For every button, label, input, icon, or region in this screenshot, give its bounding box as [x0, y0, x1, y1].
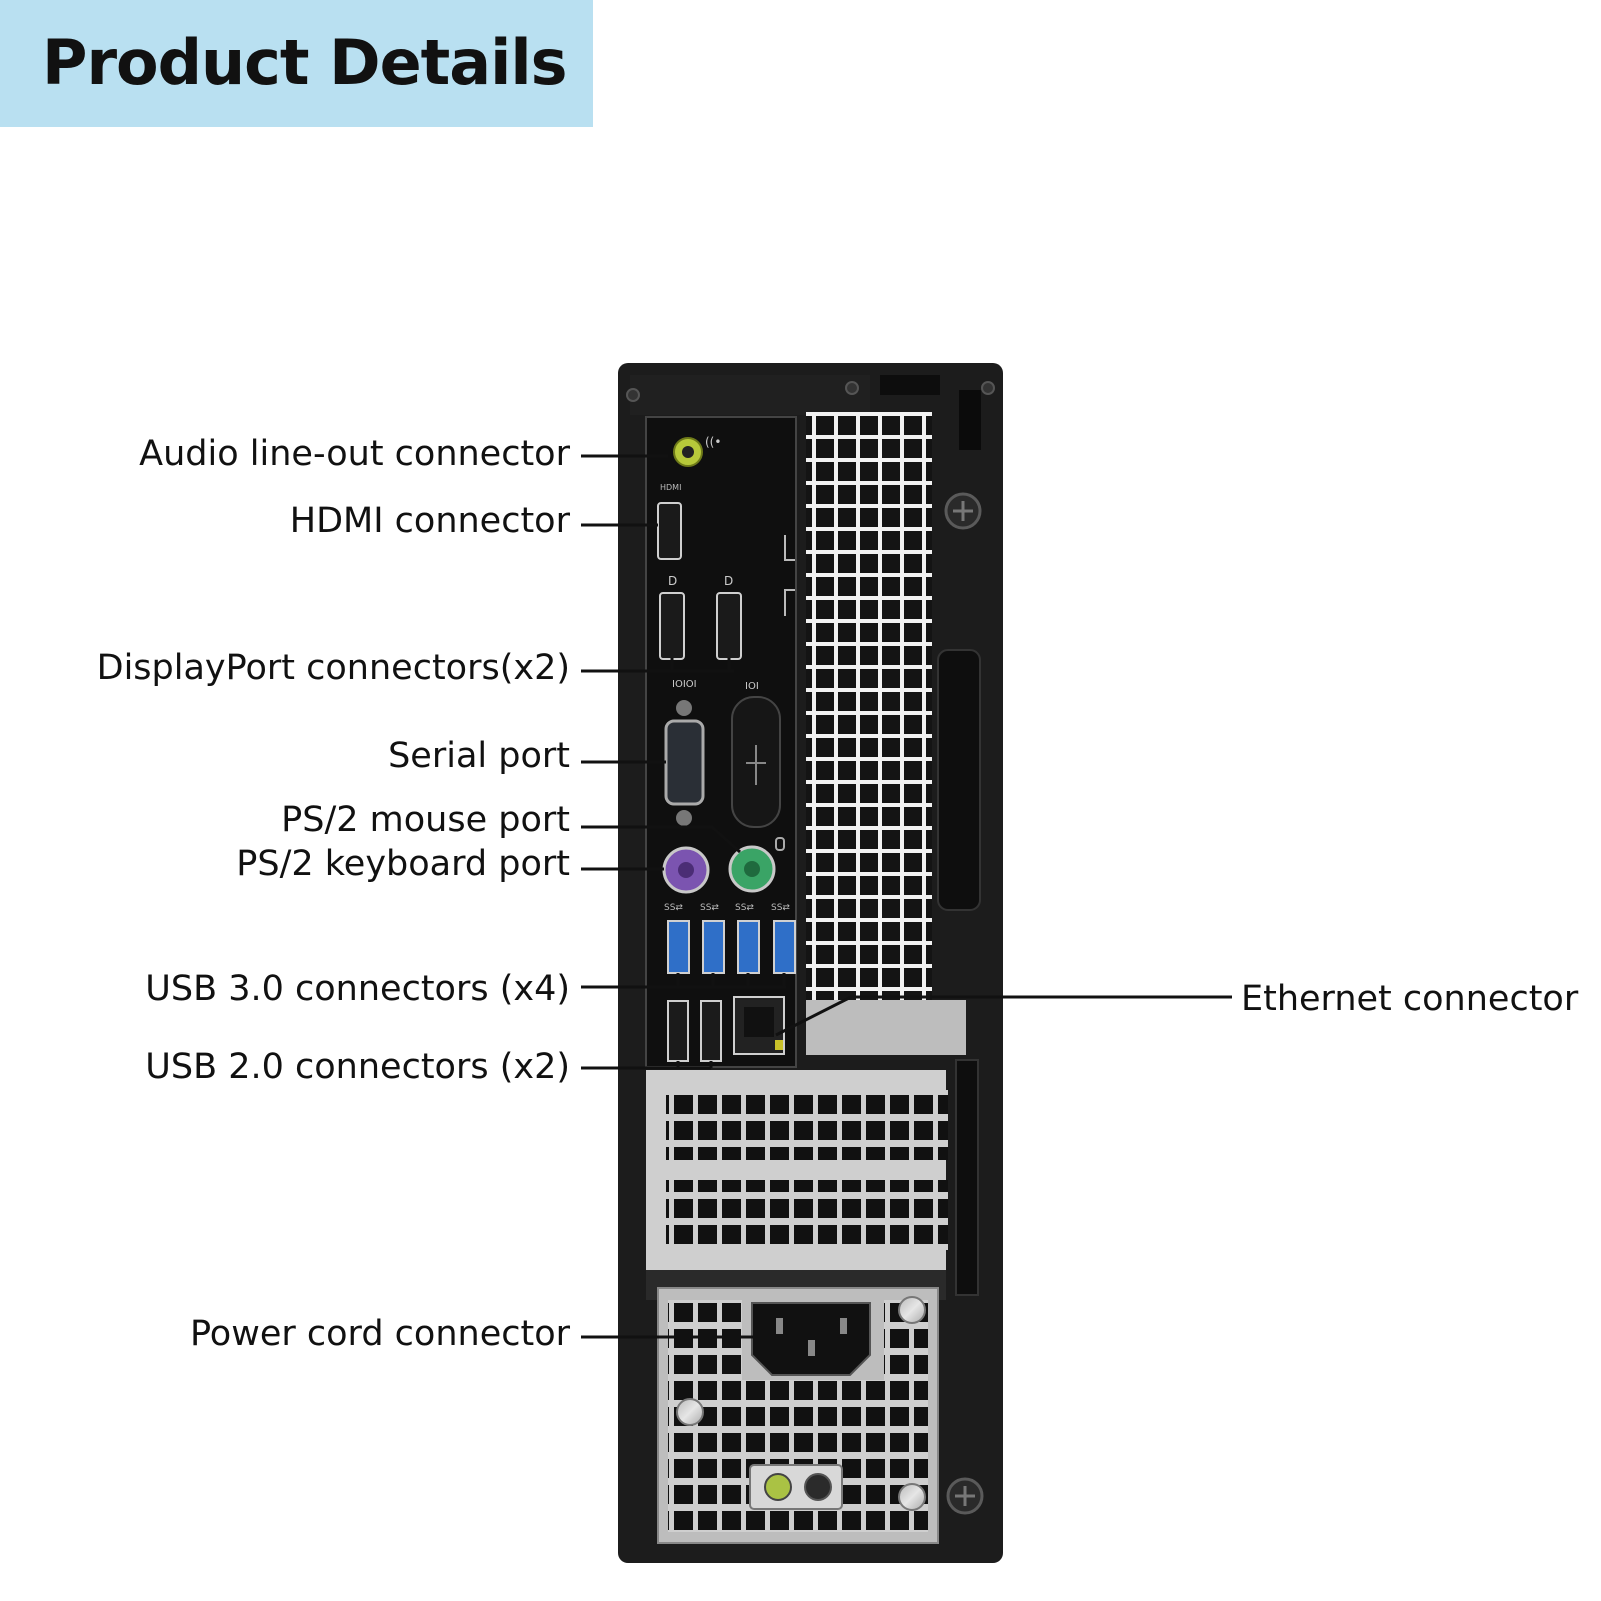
svg-text:SS⇄: SS⇄	[700, 903, 719, 913]
usb3-port	[668, 921, 689, 973]
svg-text:SS⇄: SS⇄	[664, 903, 683, 913]
svg-text:D: D	[668, 574, 677, 588]
screw-icon	[899, 1484, 925, 1510]
power-cord-socket	[752, 1303, 870, 1375]
expansion-slot-cover	[666, 1090, 948, 1160]
expansion-slots	[646, 1070, 948, 1300]
screw-icon	[677, 1399, 703, 1425]
psu-test-button	[805, 1474, 831, 1500]
svg-text:IOIOI: IOIOI	[672, 679, 697, 690]
knockout-cover: IOI	[732, 681, 780, 827]
ethernet-port	[734, 997, 784, 1054]
svg-text:SS⇄: SS⇄	[735, 903, 754, 913]
svg-text:D: D	[724, 574, 733, 588]
usb2-port	[701, 1001, 721, 1061]
screw-icon	[946, 494, 980, 528]
svg-text:((•: ((•	[705, 435, 721, 449]
screw-icon	[899, 1297, 925, 1323]
expansion-slot-cover	[666, 1180, 948, 1250]
usb3-port	[774, 921, 795, 973]
usb3-port	[738, 921, 759, 973]
svg-text:HDMI: HDMI	[660, 483, 681, 492]
psu-test-led	[765, 1474, 791, 1500]
usb2-port	[668, 1001, 688, 1061]
ps2-keyboard-port	[664, 848, 708, 892]
usb3-port	[703, 921, 724, 973]
svg-text:IOI: IOI	[745, 681, 759, 692]
svg-text:SS⇄: SS⇄	[771, 903, 790, 913]
screw-icon	[948, 1479, 982, 1513]
power-supply	[658, 1288, 938, 1543]
upper-vent-grill	[806, 412, 932, 1054]
